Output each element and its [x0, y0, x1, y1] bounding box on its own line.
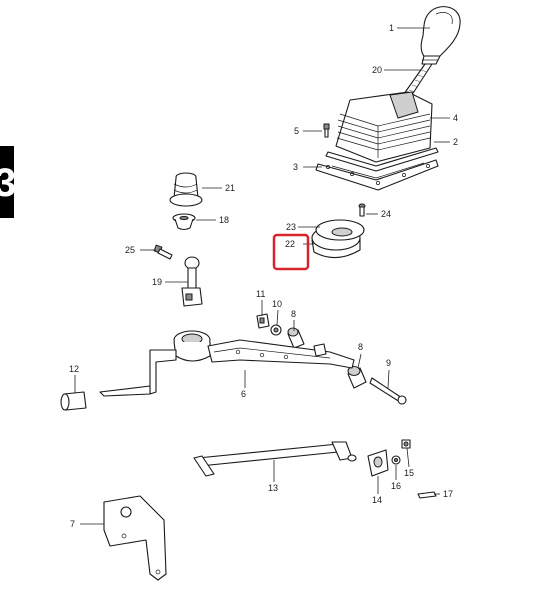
lever-bushing-part: [172, 213, 196, 231]
callout-23[interactable]: 23: [286, 222, 296, 232]
callout-3[interactable]: 3: [293, 162, 298, 172]
part-22-highlight-box: [272, 233, 310, 271]
shift-rod-part: [193, 441, 357, 477]
screw-24-part: [358, 203, 366, 217]
callout-labels: 1 2 3 4 5 6 7 8 8 9 10 11 12 13 14 15 16…: [69, 23, 458, 529]
section-tab-text: 3: [0, 161, 16, 205]
callout-16[interactable]: 16: [391, 481, 401, 491]
callout-19[interactable]: 19: [152, 277, 162, 287]
bolt-25-part: [153, 244, 173, 260]
ring-cap-part: [315, 219, 365, 241]
callout-25[interactable]: 25: [125, 245, 135, 255]
callout-24[interactable]: 24: [381, 209, 391, 219]
callout-2[interactable]: 2: [453, 137, 458, 147]
callout-17[interactable]: 17: [443, 489, 453, 499]
shift-boot-part: [335, 91, 433, 163]
boot-base-frame-part: [315, 159, 439, 191]
washer-16-part: [391, 455, 401, 465]
callout-7[interactable]: 7: [70, 519, 75, 529]
callout-21[interactable]: 21: [225, 183, 235, 193]
callout-15[interactable]: 15: [404, 468, 414, 478]
callout-8b[interactable]: 8: [358, 342, 363, 352]
callout-12[interactable]: 12: [69, 364, 79, 374]
callout-18[interactable]: 18: [219, 215, 229, 225]
mounting-bracket-part: [103, 495, 167, 581]
washer-10-part: [270, 324, 282, 336]
section-tab: 3: [0, 146, 16, 218]
callout-10[interactable]: 10: [272, 299, 282, 309]
boot-gasket-part: [325, 147, 439, 172]
shift-knob-part: [420, 6, 461, 65]
nut-15-part: [401, 439, 411, 449]
bushing-8b-part: [347, 366, 367, 389]
bracket-14-part: [367, 449, 389, 477]
small-boot-part: [169, 172, 203, 207]
clip-part: [256, 313, 270, 329]
clip-pin-17-part: [417, 491, 437, 499]
bushing-8a-part: [287, 327, 305, 349]
callout-8a[interactable]: 8: [291, 309, 296, 319]
callout-4[interactable]: 4: [453, 113, 458, 123]
callout-14[interactable]: 14: [372, 495, 382, 505]
callout-5[interactable]: 5: [294, 126, 299, 136]
leader-lines: [74, 27, 450, 525]
callout-11[interactable]: 11: [256, 289, 265, 299]
pin-9-part: [369, 377, 407, 405]
selector-lever-part: [99, 330, 355, 397]
callout-13[interactable]: 13: [268, 483, 278, 493]
callout-1[interactable]: 1: [389, 23, 394, 33]
callout-9[interactable]: 9: [386, 358, 391, 368]
callout-20[interactable]: 20: [372, 65, 382, 75]
lever-pivot-part: [181, 256, 203, 307]
callout-22[interactable]: 22: [285, 239, 295, 249]
sleeve-12-part: [60, 391, 87, 411]
boot-screw-part: [323, 123, 330, 138]
callout-6[interactable]: 6: [241, 389, 246, 399]
